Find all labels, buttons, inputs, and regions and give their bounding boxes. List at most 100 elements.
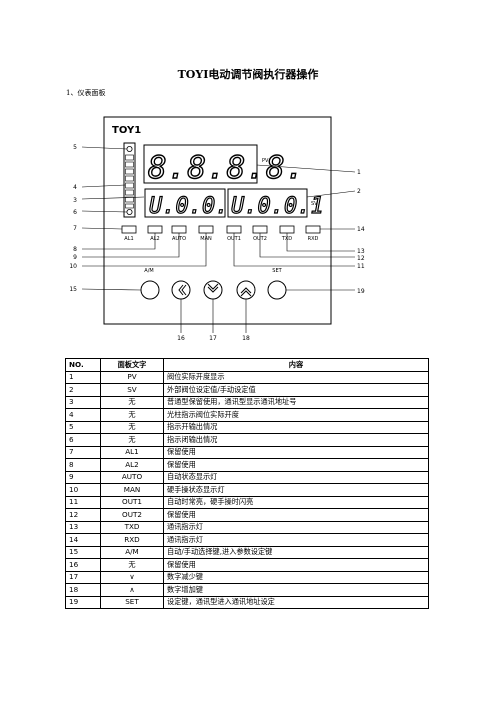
- indicator-label: TXD: [281, 236, 292, 242]
- callout-number: 19: [357, 288, 365, 295]
- document-title: TOYI电动调节阀执行器操作: [177, 68, 319, 81]
- callout-number: 17: [209, 335, 217, 342]
- indicator-label: RXD: [308, 236, 319, 242]
- indicator-label: AL1: [124, 236, 133, 242]
- row-content: 指示开输出情况: [163, 420, 429, 434]
- callout-number: 1: [357, 169, 361, 176]
- led-txd: [279, 225, 295, 234]
- row-panel-text: MAN: [100, 483, 164, 497]
- key-16-chevron-left[interactable]: [171, 280, 191, 300]
- panel-brand: TOY1: [112, 125, 141, 136]
- row-content: 通讯指示灯: [163, 520, 429, 534]
- row-number: 3: [65, 395, 101, 409]
- row-panel-text: 无: [100, 395, 164, 409]
- row-panel-text: 无: [100, 420, 164, 434]
- row-content: 保留使用: [163, 445, 429, 459]
- pv-unit-label: PV: [262, 158, 269, 164]
- chevron-down-icon: [207, 286, 219, 293]
- callout-number: 5: [73, 144, 77, 151]
- row-number: 11: [65, 495, 101, 509]
- row-number: 1: [65, 370, 101, 384]
- chevron-up-icon: [240, 287, 252, 294]
- row-panel-text: RXD: [100, 533, 164, 547]
- row-panel-text: SV: [100, 383, 164, 397]
- row-panel-text: 无: [100, 558, 164, 572]
- table-row: 17∨数字减少键: [65, 570, 429, 584]
- callout-number: 8: [73, 246, 77, 253]
- pv-display: [143, 144, 258, 184]
- bar-graph-segments: [125, 154, 134, 209]
- row-number: 17: [65, 570, 101, 584]
- callout-number: 2: [357, 188, 361, 195]
- row-number: 18: [65, 583, 101, 597]
- set-key[interactable]: [267, 280, 287, 300]
- am-key-label: A/M: [144, 268, 153, 274]
- decrease-key[interactable]: [203, 280, 223, 300]
- callout-number: 7: [73, 225, 77, 232]
- row-content: 自动状态显示灯: [163, 470, 429, 484]
- row-content: 指示闭输出情况: [163, 433, 429, 447]
- led-al2: [147, 225, 163, 234]
- callout-number: 13: [357, 248, 365, 255]
- led-auto: [171, 225, 187, 234]
- row-number: 13: [65, 520, 101, 534]
- led-out1: [226, 225, 242, 234]
- row-panel-text: 无: [100, 408, 164, 422]
- callout-number: 4: [73, 184, 77, 191]
- row-number: 2: [65, 383, 101, 397]
- am-key[interactable]: [140, 280, 160, 300]
- increase-key[interactable]: [236, 280, 256, 300]
- row-number: 5: [65, 420, 101, 434]
- row-content: 自动时常亮，硬手操时闪亮: [163, 495, 429, 509]
- callout-number: 10: [69, 263, 77, 270]
- row-panel-text: ∧: [100, 583, 164, 597]
- row-content: 自动/手动选择键,进入参数设定键: [163, 545, 429, 559]
- row-panel-text: AL1: [100, 445, 164, 459]
- set-key-label: SET: [272, 268, 282, 274]
- row-number: 16: [65, 558, 101, 572]
- row-content: 通讯指示灯: [163, 533, 429, 547]
- led-out2: [252, 225, 268, 234]
- row-panel-text: TXD: [100, 520, 164, 534]
- row-content: 普通型保留使用，通讯型显示通讯地址号: [163, 395, 429, 409]
- row-content: 数字增加键: [163, 583, 429, 597]
- row-content: 保留使用: [163, 508, 429, 522]
- panel-frame: [103, 116, 332, 325]
- led-al1: [121, 225, 137, 234]
- sv-left-digits: U.0.0.0: [149, 194, 242, 219]
- row-content: 外部阀位设定值/手动设定值: [163, 383, 429, 397]
- callout-number: 14: [357, 226, 365, 233]
- row-number: 4: [65, 408, 101, 422]
- chevron-left-icon: [178, 284, 184, 296]
- column-header: 内容: [163, 358, 429, 372]
- callout-number: 3: [73, 197, 77, 204]
- led-man: [198, 225, 214, 234]
- callout-leaders: [81, 146, 356, 333]
- row-content: 保留使用: [163, 558, 429, 572]
- row-panel-text: PV: [100, 370, 164, 384]
- row-number: 12: [65, 508, 101, 522]
- row-content: 硬手操状态显示灯: [163, 483, 429, 497]
- callout-number: 11: [357, 263, 365, 270]
- bar-graph: [123, 142, 136, 218]
- row-content: 设定键，通讯型进入通讯地址设定: [163, 595, 429, 609]
- pv-digits: 8.8.8.8.: [148, 150, 305, 186]
- row-panel-text: AL2: [100, 458, 164, 472]
- row-number: 8: [65, 458, 101, 472]
